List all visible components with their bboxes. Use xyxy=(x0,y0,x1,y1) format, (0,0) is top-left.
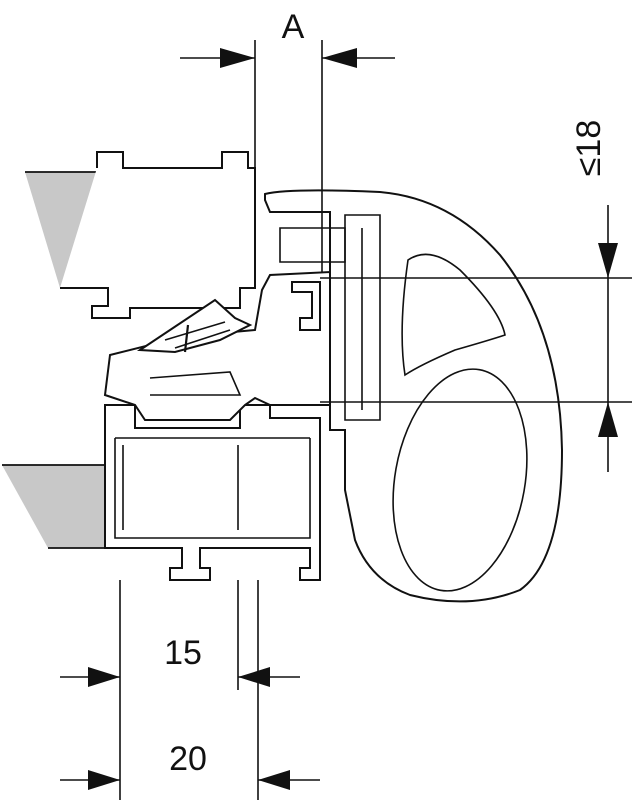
seal-gasket xyxy=(264,189,564,603)
dimension-height-label: ≤18 xyxy=(570,120,608,176)
dimension-15: 15 xyxy=(60,634,300,687)
dimension-height: ≤18 xyxy=(570,120,618,472)
clamp-body xyxy=(103,270,331,421)
extension-lines xyxy=(119,40,632,800)
dimension-a: A xyxy=(180,8,395,68)
dimension-a-label: A xyxy=(282,8,305,46)
lower-rail-profile xyxy=(104,404,321,581)
dimension-20: 20 xyxy=(60,740,320,790)
upper-panel xyxy=(25,151,256,319)
dimension-15-label: 15 xyxy=(164,634,202,672)
dimension-20-label: 20 xyxy=(169,740,207,778)
